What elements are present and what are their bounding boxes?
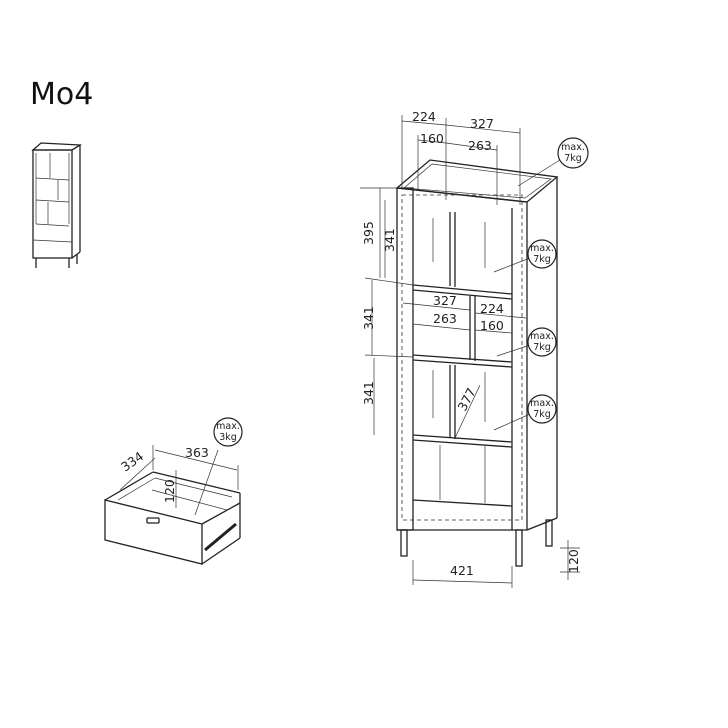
svg-text:3kg: 3kg xyxy=(219,432,237,443)
svg-text:7kg: 7kg xyxy=(564,153,582,164)
dim-height-395: 395 xyxy=(361,221,376,245)
dim-top-160: 160 xyxy=(420,131,444,146)
load-label-shelf-2: max. 7kg xyxy=(496,327,557,357)
svg-text:max.: max. xyxy=(530,243,554,254)
load-label-shelf-1: max. 7kg xyxy=(493,239,557,273)
svg-text:7kg: 7kg xyxy=(533,409,551,420)
dim-mid-160: 160 xyxy=(480,318,504,333)
dim-top-224: 224 xyxy=(412,109,436,124)
cabinet-drawing xyxy=(395,159,559,567)
drawer-width-363: 363 xyxy=(185,445,209,460)
dim-height-341-lower: 341 xyxy=(361,381,376,405)
dim-mid-224: 224 xyxy=(480,301,504,316)
load-label-top: max. 7kg xyxy=(517,137,589,187)
dim-diagonal-377: 377 xyxy=(454,385,478,413)
dimension-lines xyxy=(360,115,580,588)
drawer-depth-334: 334 xyxy=(118,448,146,474)
svg-text:7kg: 7kg xyxy=(533,342,551,353)
dim-mid-263: 263 xyxy=(433,311,457,326)
dim-bottom-421: 421 xyxy=(450,563,474,578)
model-title: Mo4 xyxy=(30,77,93,112)
dim-leg-120: 120 xyxy=(566,549,581,573)
svg-text:7kg: 7kg xyxy=(533,254,551,265)
svg-text:max.: max. xyxy=(216,421,240,432)
cabinet-thumbnail xyxy=(31,142,83,268)
svg-text:max.: max. xyxy=(561,142,585,153)
svg-text:max.: max. xyxy=(530,398,554,409)
svg-text:max.: max. xyxy=(530,331,554,342)
drawer-height-120: 120 xyxy=(162,479,177,503)
dim-height-341-top-inner: 341 xyxy=(382,228,397,252)
load-label-shelf-3: max. 7kg xyxy=(493,394,557,431)
drawer-drawing xyxy=(104,445,241,565)
dim-mid-327: 327 xyxy=(433,293,457,308)
dim-top-263: 263 xyxy=(468,138,492,153)
dim-height-341-middle: 341 xyxy=(361,306,376,330)
drawer-load-label: max. 3kg xyxy=(213,417,243,447)
dim-top-327: 327 xyxy=(470,116,494,131)
